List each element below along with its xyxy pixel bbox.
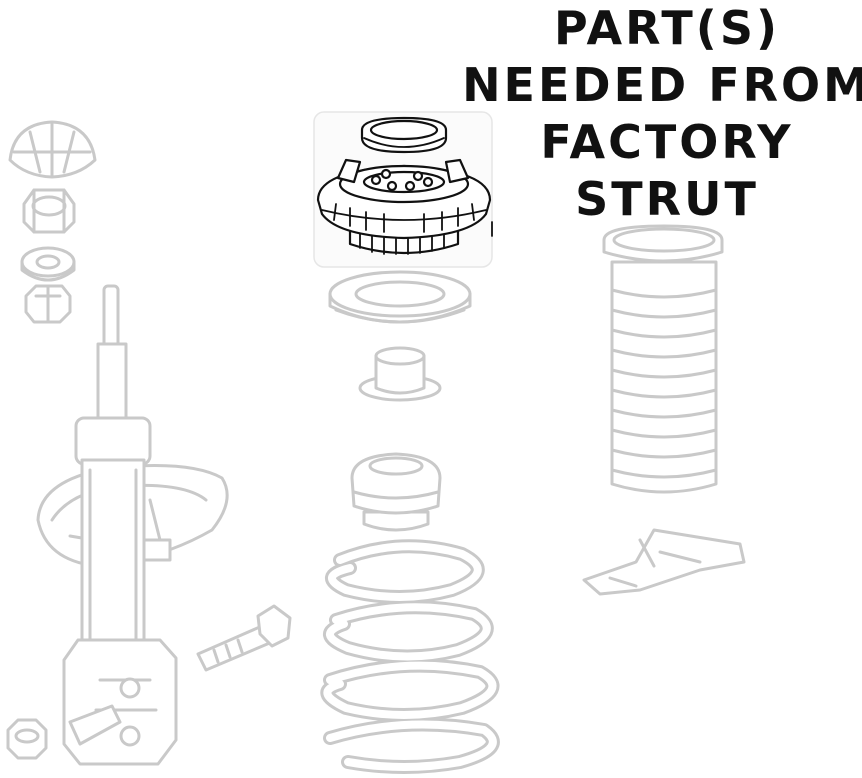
lower-spring-isolator: [582, 528, 746, 596]
callout-text: PART(S) NEEDED FROM FACTORY STRUT: [462, 0, 862, 228]
callout-line-1: PART(S): [553, 1, 780, 55]
upper-strut-mount: [316, 158, 493, 255]
callout-line-3: FACTORY: [540, 115, 794, 169]
coil-spring: [320, 539, 500, 774]
strut-assembly: [36, 284, 229, 766]
top-cap: [8, 120, 97, 179]
mount-seal-ring: [360, 116, 448, 154]
washer: [20, 246, 76, 282]
dust-boot: [602, 224, 724, 494]
bushing: [358, 346, 442, 402]
flange-nut: [6, 718, 48, 760]
bump-stop: [350, 452, 442, 532]
hex-nut: [24, 284, 72, 324]
mounting-bolt: [196, 604, 292, 672]
callout-line-2: NEEDED FROM: [462, 58, 862, 112]
lock-nut: [22, 188, 76, 234]
callout-line-4: STRUT: [575, 172, 759, 226]
mount-bearing: [328, 270, 472, 324]
